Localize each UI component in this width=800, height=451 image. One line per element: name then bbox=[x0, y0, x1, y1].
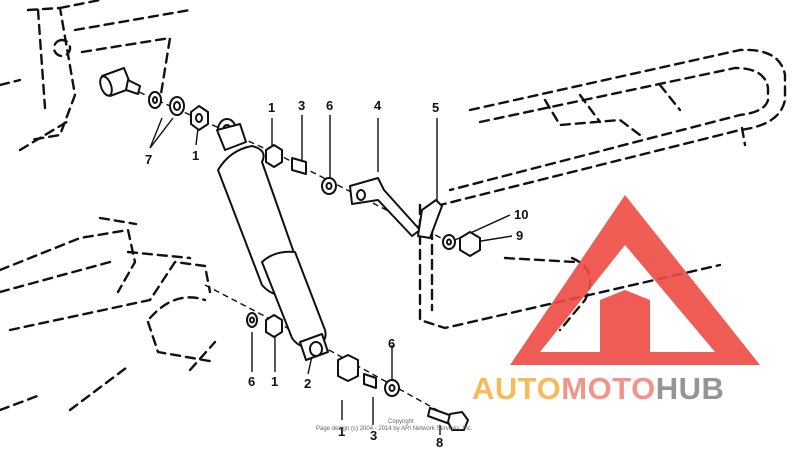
rear-bracket bbox=[349, 177, 481, 257]
callout-6: 6 bbox=[326, 98, 333, 113]
callout-6: 6 bbox=[248, 374, 255, 389]
callout-6: 6 bbox=[388, 336, 395, 351]
callout-8: 8 bbox=[436, 435, 443, 450]
copyright-line-1: Copyright bbox=[388, 419, 414, 425]
callout-3: 3 bbox=[298, 98, 305, 113]
callout-5: 5 bbox=[432, 100, 439, 115]
logo-word-auto: AUTO bbox=[472, 371, 561, 406]
logo-word-hub: HUB bbox=[656, 371, 725, 406]
automotohub-logo: AUTOMOTOHUB bbox=[472, 195, 760, 406]
callout-3: 3 bbox=[370, 428, 377, 443]
callout-1: 1 bbox=[338, 424, 345, 439]
logo-triangle-mark bbox=[510, 195, 760, 365]
lower-hardware bbox=[246, 312, 469, 431]
leader-lines bbox=[129, 87, 513, 435]
lower-swingarm bbox=[0, 216, 217, 412]
callout-10: 10 bbox=[514, 207, 528, 222]
callout-7: 7 bbox=[145, 152, 152, 167]
callout-labels: 7 1 1 3 6 4 5 10 9 6 1 2 6 1 3 8 bbox=[145, 98, 528, 450]
shock-absorber bbox=[216, 123, 329, 361]
callout-1: 1 bbox=[192, 148, 199, 163]
logo-wordmark: AUTOMOTOHUB bbox=[472, 371, 724, 406]
rear-grab-rail bbox=[418, 48, 787, 332]
logo-word-moto: MOTO bbox=[561, 371, 655, 406]
copyright-notice: Copyright Page design (c) 2004 - 2014 by… bbox=[316, 419, 473, 432]
copyright-line-2: Page design (c) 2004 - 2014 by ARI Netwo… bbox=[316, 426, 473, 432]
callout-1: 1 bbox=[268, 100, 275, 115]
callout-4: 4 bbox=[374, 98, 382, 113]
callout-1: 1 bbox=[271, 374, 278, 389]
mounting-stud bbox=[99, 67, 141, 97]
callout-2: 2 bbox=[304, 376, 311, 391]
callout-9: 9 bbox=[516, 228, 523, 243]
upper-frame-member bbox=[0, 0, 192, 152]
